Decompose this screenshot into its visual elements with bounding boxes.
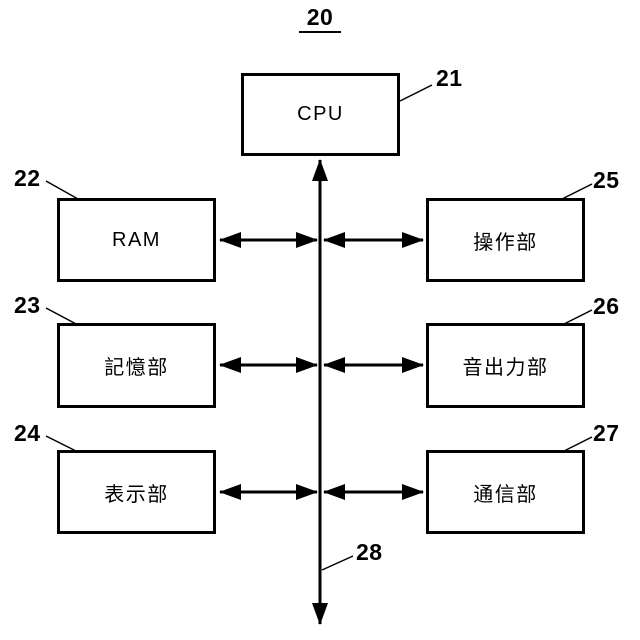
storage-ref-label: 23 (14, 292, 41, 318)
leader-line-sound-output (561, 309, 593, 326)
display-ref-label: 24 (14, 420, 41, 446)
cpu-block: CPU (241, 73, 400, 156)
leader-line-ram (45, 180, 79, 200)
leader-line-display (45, 435, 79, 453)
sound-output-block: 音出力部 (426, 323, 585, 408)
leader-line-cpu (399, 84, 433, 102)
communication-block: 通信部 (426, 450, 585, 534)
ram-ref-label: 22 (14, 165, 41, 191)
leader-line-operation (561, 183, 593, 200)
figure-number: 20 (299, 6, 341, 33)
sound-output-ref-label: 26 (593, 293, 620, 319)
storage-block: 記憶部 (57, 323, 216, 408)
communication-ref-label: 27 (593, 420, 620, 446)
leader-line-bus (321, 555, 354, 571)
cpu-ref-label: 21 (436, 65, 463, 91)
ram-block: RAM (57, 198, 216, 282)
display-block: 表示部 (57, 450, 216, 534)
bus-ref-label: 28 (356, 539, 383, 565)
leader-line-communication (561, 436, 593, 453)
operation-block: 操作部 (426, 198, 585, 282)
operation-ref-label: 25 (593, 167, 620, 193)
leader-line-storage (45, 307, 79, 326)
